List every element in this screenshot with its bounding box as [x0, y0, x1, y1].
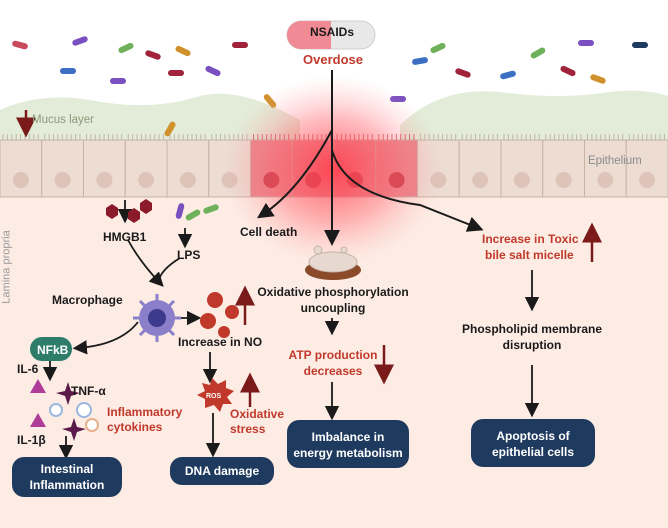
lps-label: LPS [177, 248, 201, 262]
epithelial-cell [500, 139, 544, 198]
bacteria-group [12, 36, 648, 137]
cell-nucleus [513, 172, 530, 188]
arrow-overdose-celldeath [256, 129, 333, 219]
mucus-layer-left [0, 93, 300, 140]
epithelial-cell [584, 139, 627, 198]
il6-label: IL-6 [17, 362, 39, 376]
no-icon [200, 292, 239, 338]
intestinal-label: Intestinal [40, 462, 94, 476]
oxphos-label-2: uncoupling [300, 301, 366, 315]
cell-nucleus [54, 172, 71, 188]
epithelial-cell [166, 139, 210, 198]
increase-no-label: Increase in NO [178, 335, 263, 349]
mucus-layer-label: Mucus layer [32, 114, 94, 126]
epithelial-cell [625, 139, 668, 198]
epithelial-cell [542, 139, 585, 198]
cell-nucleus [472, 172, 489, 188]
tnf-label: TNF-α [71, 384, 106, 398]
inflammation-label: Inflammation [29, 478, 105, 492]
oxphos-label-1: Oxidative phosphorylation [257, 285, 409, 299]
apoptosis-label-1: Apoptosis of [496, 429, 570, 443]
apoptosis-label-2: epithelial cells [491, 445, 575, 459]
nsaids-pill-icon [286, 20, 376, 50]
ros-burst-icon [197, 378, 234, 412]
overdose-label: Overdose [303, 52, 363, 67]
cell-nucleus [597, 172, 614, 188]
cytokines-label: cytokines [107, 420, 163, 434]
atp-label-2: decreases [303, 364, 363, 378]
hmgb1-label: HMGB1 [103, 230, 147, 244]
mucus-layer-right [400, 90, 668, 140]
hmgb1-icon [106, 199, 152, 223]
macrophage-label: Macrophage [52, 293, 123, 307]
toxic-bile-label-2: bile salt micelle [485, 248, 574, 262]
phospholipid-label-1: Phospholipid membrane [461, 322, 602, 336]
nfkb-pill [30, 337, 72, 361]
oxidative-label: Oxidative [230, 407, 285, 421]
mitochondria-icon [305, 245, 361, 280]
epithelial-cell [0, 139, 43, 198]
toxic-bile-label-1: Increase in Toxic [482, 232, 579, 246]
cell-nucleus [555, 172, 572, 188]
epithelium-label: Epithelium [588, 155, 642, 167]
cell-death-label: Cell death [240, 225, 298, 239]
stress-label: stress [230, 422, 266, 436]
imbalance-label-1: Imbalance in [311, 430, 385, 444]
atp-label-1: ATP production [288, 348, 378, 362]
macrophage-icon [133, 294, 181, 342]
dna-damage-label: DNA damage [184, 464, 260, 478]
epithelial-cell [458, 139, 502, 198]
cytokines-icon [30, 379, 99, 441]
cell-nucleus [138, 172, 155, 188]
nfkb-label: NFkB [37, 343, 69, 357]
cell-nucleus [12, 172, 29, 188]
ros-label: ROS [206, 393, 222, 400]
epithelial-cell [83, 139, 126, 198]
arrow-overdose-bile [331, 149, 484, 232]
phospholipid-label-2: disruption [502, 338, 562, 352]
cell-nucleus [639, 172, 656, 188]
lamina-propria-label: Lamina propria [0, 230, 13, 304]
inflammatory-label: Inflammatory [107, 405, 183, 419]
epithelial-cell [124, 139, 168, 198]
lps-icon [175, 203, 219, 221]
cell-nucleus [179, 172, 196, 188]
nsaids-label: NSAIDs [310, 25, 355, 39]
cell-nucleus [96, 172, 113, 188]
il1b-label: IL-1β [17, 433, 46, 447]
imbalance-label-2: energy metabolism [293, 446, 403, 460]
epithelial-cell [41, 139, 84, 198]
